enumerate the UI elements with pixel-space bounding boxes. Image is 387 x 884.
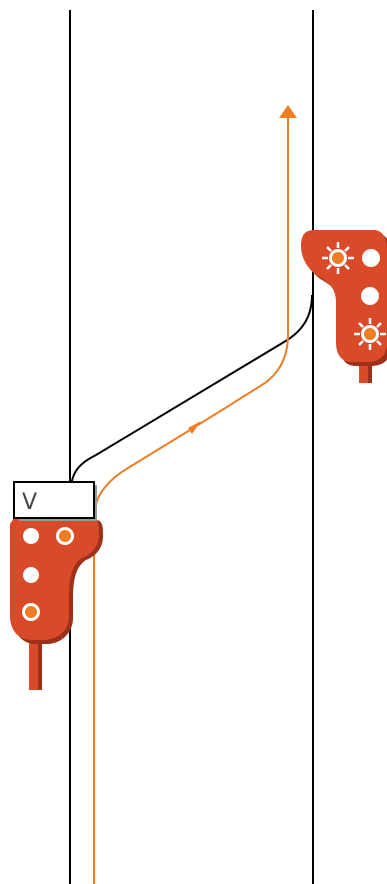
route-direction-arrow-icon — [188, 421, 201, 434]
left-signal-post-shadow — [38, 628, 42, 690]
right-signal-top-left-flashing-lamp-icon — [322, 242, 354, 274]
right-signal-bottom-flashing-lamp-icon — [354, 318, 386, 350]
route-line — [93, 115, 289, 884]
right-signal — [301, 230, 387, 383]
right-signal-post — [359, 356, 368, 383]
right-signal-middle-lamp — [361, 287, 379, 305]
left-signal — [10, 518, 103, 690]
route-sign-box — [13, 481, 95, 519]
left-signal-post — [29, 628, 38, 690]
tracks — [69, 10, 314, 884]
right-signal-top-right-lamp — [362, 249, 380, 267]
route-indicator-sign: V — [13, 481, 97, 521]
crossover-track — [70, 294, 313, 489]
left-signal-middle-lamp — [23, 567, 39, 583]
left-signal-top-right-lamp-glow — [59, 530, 71, 542]
left-signal-top-left-lamp — [23, 528, 39, 544]
route — [93, 105, 297, 884]
route-sign-text: V — [22, 490, 37, 515]
left-signal-bottom-lamp-glow — [25, 606, 37, 618]
right-signal-post-shadow — [368, 356, 372, 383]
route-end-arrow-icon — [279, 105, 297, 118]
